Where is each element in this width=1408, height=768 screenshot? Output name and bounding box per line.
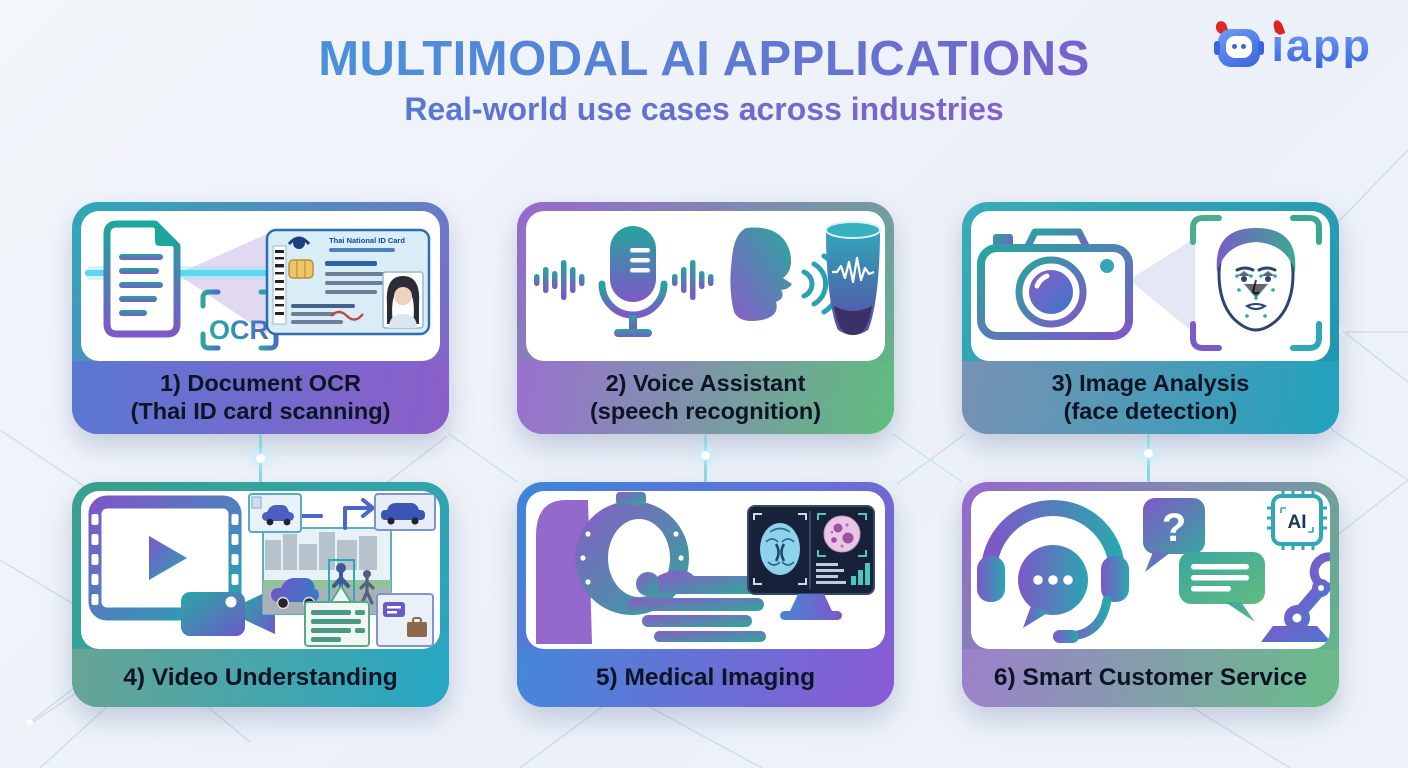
sound-wave-icon xyxy=(672,260,714,300)
ocr-label: OCR xyxy=(209,315,269,345)
brain-scan-icon xyxy=(753,513,807,585)
id-photo xyxy=(382,271,424,329)
speaking-face-icon xyxy=(730,227,843,321)
connector-glow-dot xyxy=(701,451,710,460)
question-mark: ? xyxy=(1162,506,1186,550)
card-video-understanding: 4) Video Understanding xyxy=(72,482,449,707)
film-strip-icon xyxy=(88,495,242,621)
scan-frame-icon xyxy=(1190,215,1322,351)
id-card-header: Thai National ID Card xyxy=(329,236,405,245)
card-sublabel: (Thai ID card scanning) xyxy=(130,397,391,424)
thumbnail-car-box xyxy=(248,493,302,533)
headset-chat-icon xyxy=(977,500,1129,643)
card-illustration-smart-customer-service: ? A xyxy=(971,491,1330,649)
card-illustration-medical-imaging xyxy=(526,491,885,649)
sound-wave-icon xyxy=(534,260,585,300)
play-icon xyxy=(149,536,187,580)
card-label: 4) Video Understanding xyxy=(123,663,398,691)
card-label-band: 5) Medical Imaging xyxy=(517,649,894,707)
card-label-band: 1) Document OCR (Thai ID card scanning) xyxy=(72,361,449,434)
card-label: 5) Medical Imaging xyxy=(595,663,816,691)
chat-bubble-icon xyxy=(1179,552,1265,622)
scene-analysis-icon xyxy=(248,493,436,647)
ai-chip-icon: AI xyxy=(1267,491,1327,550)
stats-readout xyxy=(816,563,870,585)
ai-chip-label: AI xyxy=(1288,512,1307,533)
card-illustration-video-understanding xyxy=(81,491,440,649)
annotation-box xyxy=(304,584,370,647)
detail-box xyxy=(376,593,434,647)
medical-monitor-icon xyxy=(747,505,875,620)
patient-icon xyxy=(628,570,766,642)
connector-glow-dot xyxy=(1144,449,1153,458)
question-bubble-icon: ? xyxy=(1143,498,1205,572)
card-label: 6) Smart Customer Service xyxy=(993,663,1308,691)
smart-speaker-icon xyxy=(825,221,881,335)
page-subtitle: Real-world use cases across industries xyxy=(0,91,1408,128)
card-document-ocr: OCR Thai National ID Card xyxy=(72,202,449,434)
projection-beam-icon xyxy=(177,234,267,334)
card-label: 2) Voice Assistant xyxy=(605,370,806,397)
projection-beam-icon xyxy=(1129,238,1195,334)
thai-id-card-icon: Thai National ID Card xyxy=(265,228,431,336)
pedestrian-icon xyxy=(359,570,375,605)
video-camera-icon xyxy=(181,588,275,636)
pedestrian-icon xyxy=(328,559,355,609)
pathology-scan-icon xyxy=(817,513,867,557)
card-image-analysis: 3) Image Analysis (face detection) xyxy=(962,202,1339,434)
card-illustration-document-ocr: OCR Thai National ID Card xyxy=(81,211,440,361)
robot-logo-icon xyxy=(1214,19,1265,67)
card-label-band: 6) Smart Customer Service xyxy=(962,649,1339,707)
card-label-band: 4) Video Understanding xyxy=(72,649,449,707)
card-sublabel: (face detection) xyxy=(1063,397,1238,424)
page-title: MULTIMODAL AI APPLICATIONS xyxy=(0,33,1408,85)
card-label: 1) Document OCR xyxy=(159,370,362,397)
card-sublabel: (speech recognition) xyxy=(589,397,822,424)
card-illustration-voice-assistant xyxy=(526,211,885,361)
microphone-icon xyxy=(598,226,668,337)
card-medical-imaging: 5) Medical Imaging xyxy=(517,482,894,707)
card-label-band: 3) Image Analysis (face detection) xyxy=(962,361,1339,434)
connector-line xyxy=(1147,434,1150,482)
card-illustration-image-analysis xyxy=(971,211,1330,361)
card-smart-customer-service: ? A xyxy=(962,482,1339,707)
card-voice-assistant: 2) Voice Assistant (speech recognition) xyxy=(517,202,894,434)
card-label: 3) Image Analysis xyxy=(1051,370,1250,397)
logo-text: iapp xyxy=(1271,19,1372,71)
thumbnail-suv-box xyxy=(374,493,436,531)
robot-arm-icon xyxy=(1261,552,1330,642)
face-landmarks-icon xyxy=(1216,228,1296,332)
document-icon xyxy=(103,220,181,338)
card-label-band: 2) Voice Assistant (speech recognition) xyxy=(517,361,894,434)
iapp-logo: iapp xyxy=(1214,18,1372,71)
mri-scanner-icon xyxy=(536,492,766,644)
connector-glow-dot xyxy=(256,454,265,463)
camera-icon xyxy=(977,228,1133,340)
header: MULTIMODAL AI APPLICATIONS Real-world us… xyxy=(0,33,1408,128)
